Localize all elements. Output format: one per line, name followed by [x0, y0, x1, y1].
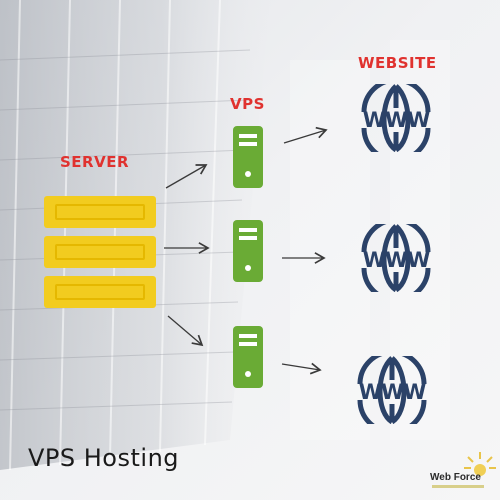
www-text: WWW: [362, 108, 431, 132]
www-text: WWW: [358, 380, 427, 404]
sun-logo-icon: [464, 452, 496, 476]
brand-name: Web Force: [430, 472, 481, 483]
vps-label: VPS: [230, 95, 265, 113]
www-text: WWW: [362, 248, 431, 272]
arrow-server-to-vps-3: [167, 315, 204, 347]
vps-tower-icon: [233, 126, 263, 188]
www-globe-icon: WWW: [352, 356, 432, 424]
arrow-vps-to-website-3: [281, 362, 322, 375]
vps-tower-icon: [233, 220, 263, 282]
diagram-caption: VPS Hosting: [28, 444, 180, 472]
website-label: WEBSITE: [358, 54, 437, 72]
arrow-server-to-vps-1: [165, 164, 208, 189]
brand-underline: [432, 485, 484, 488]
server-rack-icon: [44, 196, 156, 308]
www-globe-icon: WWW: [356, 224, 436, 292]
server-label: SERVER: [60, 153, 130, 171]
arrow-vps-to-website-1: [283, 126, 328, 144]
vps-tower-icon: [233, 326, 263, 388]
www-globe-icon: WWW: [356, 84, 436, 152]
